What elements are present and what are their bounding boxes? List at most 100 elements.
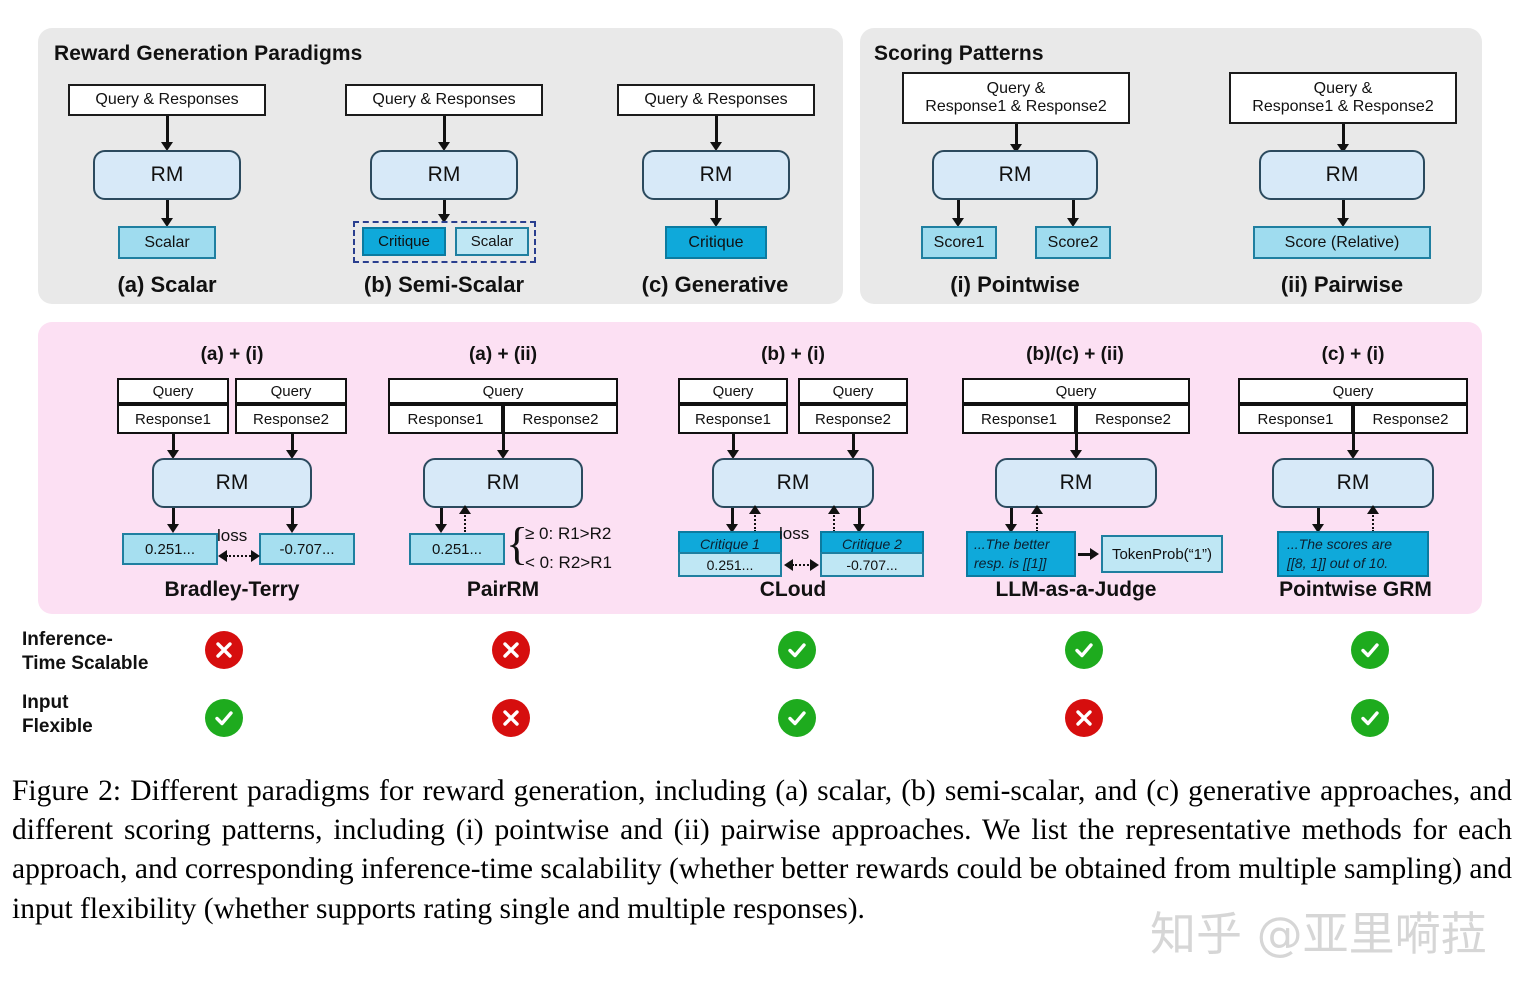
method-bradley-terry-name: Bradley-Terry bbox=[164, 578, 300, 601]
pairrm-brace-icon: { bbox=[506, 518, 529, 569]
pattern-ii-input-box: Query & Response1 & Response2 bbox=[1229, 72, 1457, 124]
pattern-i-input-line2: Response1 & Response2 bbox=[925, 98, 1107, 115]
paradigm-b-output-group bbox=[353, 221, 536, 263]
paradigm-a-output-scalar: Scalar bbox=[118, 226, 216, 259]
feedback-dotted-shaft bbox=[1372, 512, 1374, 532]
pattern-i-output-score1: Score1 bbox=[921, 226, 997, 259]
arrow-shaft bbox=[858, 508, 861, 528]
paradigm-b-output-scalar: Scalar bbox=[455, 227, 529, 256]
row2-label-line2: Flexible bbox=[22, 715, 93, 737]
status-badge-check-row2-col5 bbox=[1351, 699, 1389, 737]
loss-dotted-line bbox=[792, 564, 812, 566]
method-bradley-terry-loss-label: loss bbox=[217, 526, 248, 545]
arrow-head-down-icon bbox=[161, 142, 173, 151]
arrow-head-down-icon bbox=[726, 524, 738, 533]
figure-caption: Figure 2: Different paradigms for reward… bbox=[12, 775, 1512, 925]
arrow-shaft bbox=[443, 116, 446, 146]
status-badge-check-row2-col1 bbox=[205, 699, 243, 737]
arrow-shaft bbox=[957, 200, 960, 222]
arrow-head-down-icon bbox=[167, 524, 179, 533]
method-cloud-name: CLoud bbox=[759, 578, 827, 601]
pattern-ii-input-line2: Response1 & Response2 bbox=[1252, 98, 1434, 115]
paradigm-a-rm-box: RM bbox=[93, 150, 241, 200]
paradigm-c-rm-box: RM bbox=[642, 150, 790, 200]
paradigm-b-input-box: Query & Responses bbox=[345, 84, 543, 116]
feedback-dotted-shaft bbox=[464, 512, 466, 532]
arrow-head-right-icon bbox=[810, 559, 819, 571]
status-badge-cross-row2-col4 bbox=[1065, 699, 1103, 737]
method-cloud-score-2: -0.707... bbox=[820, 552, 924, 577]
arrow-shaft bbox=[715, 200, 718, 222]
status-badge-check-row1-col4 bbox=[1065, 631, 1103, 669]
method-cloud-query-2: Query bbox=[798, 378, 908, 404]
method-pointwise-grm-combo: (c) + (i) bbox=[1321, 344, 1385, 365]
method-pointwise-grm-rm-box: RM bbox=[1272, 458, 1434, 508]
arrow-head-down-icon bbox=[438, 142, 450, 151]
method-pointwise-grm-query: Query bbox=[1238, 378, 1468, 404]
method-bradley-terry-response-2: Response2 bbox=[235, 404, 347, 434]
pattern-ii-caption: (ii) Pairwise bbox=[1280, 272, 1404, 297]
property-row-label-input-flexible: Input Flexible bbox=[22, 691, 202, 739]
arrow-shaft bbox=[732, 434, 735, 454]
method-pointwise-grm-critique: ...The scores are [[8, 1]] out of 10. bbox=[1277, 531, 1429, 577]
arrow-head-down-icon bbox=[853, 524, 865, 533]
arrow-shaft bbox=[1317, 508, 1320, 528]
pattern-i-output-score2: Score2 bbox=[1035, 226, 1111, 259]
method-cloud-response-2: Response2 bbox=[798, 404, 908, 434]
feedback-dotted-shaft bbox=[1036, 512, 1038, 532]
method-pointwise-grm-response-1: Response1 bbox=[1238, 404, 1353, 434]
arrow-head-down-icon bbox=[286, 450, 298, 459]
method-cloud-rm-box: RM bbox=[712, 458, 874, 508]
arrow-shaft bbox=[1072, 200, 1075, 222]
pattern-i-caption: (i) Pointwise bbox=[950, 272, 1080, 297]
feedback-dotted-shaft bbox=[833, 512, 835, 532]
arrow-head-up-icon bbox=[459, 505, 471, 514]
arrow-shaft bbox=[852, 434, 855, 454]
arrow-shaft bbox=[291, 508, 294, 528]
paradigm-c-input-box: Query & Responses bbox=[617, 84, 815, 116]
method-llm-judge-combo: (b)/(c) + (ii) bbox=[1026, 344, 1124, 365]
arrow-head-down-icon bbox=[1070, 450, 1082, 459]
arrow-head-right-icon bbox=[1090, 548, 1099, 560]
feedback-dotted-shaft bbox=[754, 512, 756, 532]
method-pairrm-name: PairRM bbox=[466, 578, 540, 601]
scoring-panel-title: Scoring Patterns bbox=[874, 42, 1044, 65]
arrow-head-down-icon bbox=[1347, 450, 1359, 459]
arrow-shaft bbox=[1342, 200, 1345, 222]
row1-label-line1: Inference- bbox=[22, 629, 113, 650]
arrow-head-down-icon bbox=[438, 214, 450, 223]
method-pointwise-grm-name: Pointwise GRM bbox=[1279, 578, 1432, 601]
method-pairrm-response-1: Response1 bbox=[388, 404, 503, 434]
pattern-ii-input-line1: Query & bbox=[1313, 79, 1373, 97]
method-llm-judge-rm-box: RM bbox=[995, 458, 1157, 508]
paradigm-c-output-critique: Critique bbox=[665, 226, 767, 259]
method-cloud-score-1: 0.251... bbox=[678, 552, 782, 577]
method-pointwise-grm-critique-line1: ...The scores are bbox=[1287, 536, 1393, 553]
method-bradley-terry-combo: (a) + (i) bbox=[200, 344, 264, 365]
method-llm-judge-response-1: Response1 bbox=[962, 404, 1076, 434]
arrow-head-up-icon bbox=[828, 505, 840, 514]
method-bradley-terry-score-right: -0.707... bbox=[259, 533, 355, 565]
method-pairrm-rm-box: RM bbox=[423, 458, 583, 508]
loss-dotted-line bbox=[226, 555, 254, 557]
arrow-head-down-icon bbox=[435, 524, 447, 533]
status-badge-cross-row2-col2 bbox=[492, 699, 530, 737]
paradigm-b-caption: (b) Semi-Scalar bbox=[363, 272, 525, 297]
arrow-head-down-icon bbox=[1067, 218, 1079, 227]
method-llm-judge-token-prob: TokenProb(“1”) bbox=[1101, 535, 1223, 573]
arrow-shaft bbox=[172, 508, 175, 528]
arrow-shaft bbox=[291, 434, 294, 454]
method-pointwise-grm-critique-line2: [[8, 1]] out of 10. bbox=[1287, 555, 1389, 571]
arrow-shaft bbox=[1015, 124, 1018, 148]
pattern-ii-rm-box: RM bbox=[1259, 150, 1425, 200]
method-llm-judge-critique-line2: resp. is [[1]] bbox=[974, 555, 1047, 571]
arrow-head-down-icon bbox=[847, 450, 859, 459]
property-row-label-inference-time-scalable: Inference- Time Scalable bbox=[22, 628, 202, 676]
arrow-head-down-icon bbox=[497, 450, 509, 459]
arrow-head-left-icon bbox=[218, 550, 227, 562]
method-pairrm-condition-1: ≥ 0: R1>R2 bbox=[525, 524, 612, 543]
method-llm-judge-response-2: Response2 bbox=[1076, 404, 1190, 434]
arrow-head-down-icon bbox=[1005, 524, 1017, 533]
arrow-shaft bbox=[172, 434, 175, 454]
